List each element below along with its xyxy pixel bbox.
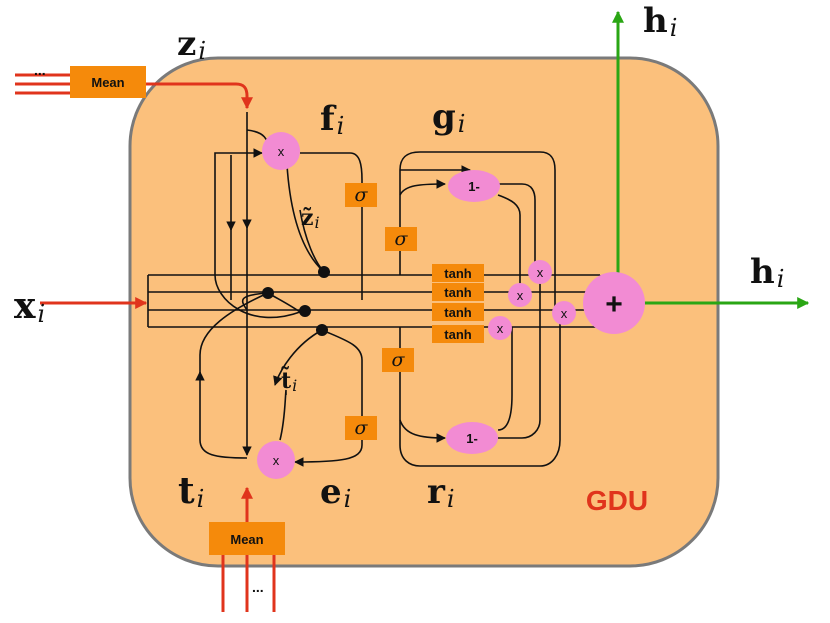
label-x: xi — [14, 285, 45, 328]
plus-node: + — [583, 272, 645, 334]
right-gate-wiring — [399, 151, 601, 467]
svg-text:σ: σ — [355, 184, 369, 206]
top-ellipsis: ... — [34, 62, 46, 78]
label-t: ti — [178, 470, 204, 513]
multiply-node-1: x — [528, 260, 552, 284]
svg-text:x: x — [497, 321, 504, 336]
svg-text:1-: 1- — [466, 431, 478, 446]
sigma-box-e: σ — [345, 416, 377, 440]
tanh-box-1: tanh — [432, 264, 484, 282]
svg-text:σ: σ — [355, 417, 369, 439]
junction-dots — [262, 266, 330, 336]
multiply-node-e: x — [257, 441, 295, 479]
z-input — [15, 73, 253, 110]
label-z-tilde: z̃i — [301, 205, 320, 232]
svg-text:tanh: tanh — [444, 305, 472, 320]
label-h-right: hi — [750, 252, 784, 293]
sigma-box-g: σ — [385, 227, 417, 251]
label-t-tilde: t̃i — [281, 367, 298, 395]
label-h-top: hi — [643, 1, 677, 42]
tanh-box-2: tanh — [432, 283, 484, 301]
one-minus-node-r: 1- — [446, 422, 498, 454]
svg-text:σ: σ — [395, 228, 409, 250]
mean-box-top-label: Mean — [91, 75, 124, 90]
one-minus-node-g: 1- — [448, 170, 500, 202]
left-gate-wiring — [195, 112, 363, 467]
svg-text:+: + — [605, 288, 623, 321]
gdu-title: GDU — [586, 485, 648, 516]
sigma-box-f: σ — [345, 183, 377, 207]
multiply-node-3: x — [552, 301, 576, 325]
svg-text:1-: 1- — [468, 179, 480, 194]
svg-text:x: x — [517, 288, 524, 303]
mean-box-top — [70, 66, 146, 98]
svg-text:x: x — [278, 144, 285, 159]
svg-text:tanh: tanh — [444, 266, 472, 281]
tanh-box-3: tanh — [432, 303, 484, 321]
svg-text:tanh: tanh — [444, 327, 472, 342]
tanh-box-4: tanh — [432, 325, 484, 343]
svg-text:x: x — [537, 265, 544, 280]
mean-box-bottom — [209, 522, 285, 555]
svg-text:x: x — [273, 453, 280, 468]
mean-box-bottom-label: Mean — [230, 532, 263, 547]
gdu-unit-box — [128, 56, 720, 568]
label-r: ri — [427, 472, 455, 513]
label-e: ei — [320, 472, 351, 513]
svg-text:σ: σ — [392, 349, 406, 371]
label-g: gi — [432, 97, 465, 138]
bottom-ellipsis: ... — [252, 579, 264, 595]
sigma-box-r: σ — [382, 348, 414, 372]
svg-text:x: x — [561, 306, 568, 321]
t-input — [221, 486, 276, 612]
svg-text:tanh: tanh — [444, 285, 472, 300]
label-f: fi — [320, 99, 344, 140]
label-z: zi — [177, 24, 206, 65]
multiply-node-2: x — [508, 283, 532, 307]
multiply-node-f: x — [262, 132, 300, 170]
multiply-node-4: x — [488, 316, 512, 340]
